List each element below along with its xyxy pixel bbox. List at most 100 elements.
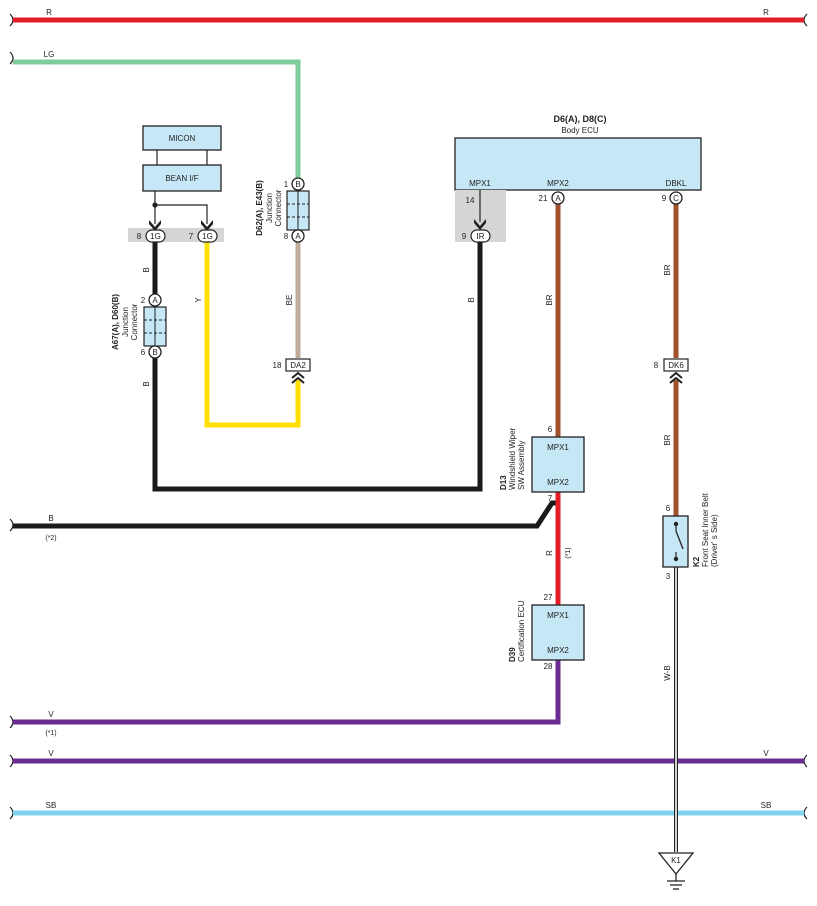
wire-label-br-3: BR	[663, 434, 672, 445]
wire-note-r-mid: (*1)	[565, 547, 572, 558]
pin-21: 21	[539, 194, 548, 203]
wire-label-wb: W-B	[663, 665, 672, 680]
wire-label-b-joint-b: B	[142, 381, 151, 386]
pin-8-1g: 8	[137, 232, 142, 241]
bean-output-lines	[154, 191, 208, 224]
wire-label-b-left: B	[48, 514, 53, 523]
pin-28: 28	[544, 662, 553, 671]
pin-7-wiper: 7	[548, 494, 553, 503]
body-ecu-name: Body ECU	[561, 126, 599, 135]
arrow-ir-icon	[474, 219, 486, 230]
chevron-da2-icon	[291, 371, 305, 384]
wire-y	[204, 242, 301, 428]
wiper-name-1: Windshield Wiper	[508, 427, 517, 490]
joint-dot	[152, 202, 158, 208]
wire-label-br-2: BR	[663, 264, 672, 275]
wire-r-top	[9, 13, 808, 27]
chevron-dk6-icon	[669, 371, 683, 384]
connector-dk6	[663, 358, 689, 372]
pin-1-b: 1	[284, 180, 289, 189]
jc2-name-1: Junction	[121, 307, 130, 337]
wire-label-r-top-right: R	[763, 8, 769, 17]
wiper-mpx2: MPX2	[547, 478, 569, 487]
wire-label-sb-right: SB	[761, 801, 772, 810]
ground-label: K1	[671, 856, 681, 865]
wire-label-r-top-left: R	[46, 8, 52, 17]
bean-box	[142, 164, 222, 192]
connector-da2-label: DA2	[290, 361, 306, 370]
ground-icon	[657, 852, 695, 890]
body-ecu-pin-a	[551, 191, 565, 205]
wiper-code: D13	[499, 475, 508, 490]
jc2-pin-b	[148, 345, 162, 359]
belt-name-1: Front Seat Inner Belt	[701, 492, 710, 567]
belt-name-2: (Driver' s Side)	[710, 514, 719, 567]
connector-1g-b	[197, 229, 218, 243]
micon-box	[142, 125, 222, 151]
wiper-box	[531, 436, 585, 493]
connector-ir-label: IR	[477, 232, 485, 241]
body-ecu-pin-mpx2: MPX2	[547, 179, 569, 188]
wire-v-2	[9, 754, 808, 768]
jc2-pin-a	[148, 293, 162, 307]
body-ecu-pin-c	[669, 191, 683, 205]
wire-label-y: Y	[194, 297, 203, 303]
pin-9-ir: 9	[462, 232, 467, 241]
pin-6-belt: 6	[666, 504, 671, 513]
connector-ir	[470, 229, 491, 243]
belt-switch-box	[662, 515, 689, 568]
pin-8-dk6: 8	[654, 361, 659, 370]
jc2-box	[143, 306, 167, 347]
pin-27: 27	[544, 593, 553, 602]
cert-name: Certification ECU	[517, 600, 526, 662]
wire-lg	[9, 51, 301, 186]
cert-mpx1: MPX1	[547, 611, 569, 620]
body-ecu-pin-mpx1: MPX1	[469, 179, 491, 188]
connector-dk6-label: DK6	[668, 361, 684, 370]
connector-1g-b-label: 1G	[202, 232, 213, 241]
jc1-pin-b-label: B	[295, 180, 300, 189]
wire-label-r-mid: R	[545, 550, 554, 556]
pin-7-1g: 7	[189, 232, 194, 241]
bean-label: BEAN I/F	[165, 174, 198, 183]
wiper-name-2: SW Assembly	[517, 441, 526, 490]
jc1-pin-b	[291, 177, 305, 191]
wiper-mpx1: MPX1	[547, 443, 569, 452]
jc2-name-2: Connector	[130, 303, 139, 340]
jc1-name-2: Connector	[274, 189, 283, 226]
wire-note-v-1: (*1)	[45, 730, 56, 737]
wire-label-br-1: BR	[545, 294, 554, 305]
body-ecu-code: D6(A), D8(C)	[554, 114, 607, 124]
connector-1g-a	[145, 229, 166, 243]
wire-v-1	[9, 660, 561, 729]
wire-label-be: BE	[285, 295, 294, 306]
belt-code: K2	[692, 556, 701, 567]
wire-b-left	[9, 500, 558, 532]
cert-mpx2: MPX2	[547, 646, 569, 655]
arrow-1g-a-icon	[149, 220, 161, 231]
wire-label-lg: LG	[44, 50, 55, 59]
wire-b-loop	[152, 242, 483, 492]
connector-da2	[285, 358, 311, 372]
jc1-pin-a-label: A	[295, 232, 301, 241]
micon-label: MICON	[169, 134, 196, 143]
pin-18: 18	[273, 361, 282, 370]
pin-3-belt: 3	[666, 572, 671, 581]
pin-6-wiper: 6	[548, 425, 553, 434]
wire-sb	[9, 806, 808, 820]
jc2-code: A67(A), D60(B)	[111, 294, 120, 350]
body-ecu-pin-dbkl: DBKL	[666, 179, 687, 188]
jc1-code: D62(A), E43(B)	[255, 180, 264, 236]
jc1-name-1: Junction	[265, 193, 274, 223]
body-ecu-pin-c-label: C	[673, 194, 679, 203]
jc2-pin-a-label: A	[152, 296, 158, 305]
wire-label-v-2-right: V	[763, 749, 769, 758]
body-ecu-box	[454, 137, 702, 191]
jc1-pin-a	[291, 229, 305, 243]
wire-note-b-left: (*2)	[45, 535, 56, 542]
wire-label-sb-left: SB	[46, 801, 57, 810]
wire-label-b-ir: B	[467, 297, 476, 302]
cert-code: D39	[508, 647, 517, 662]
wire-label-v-1: V	[48, 710, 54, 719]
